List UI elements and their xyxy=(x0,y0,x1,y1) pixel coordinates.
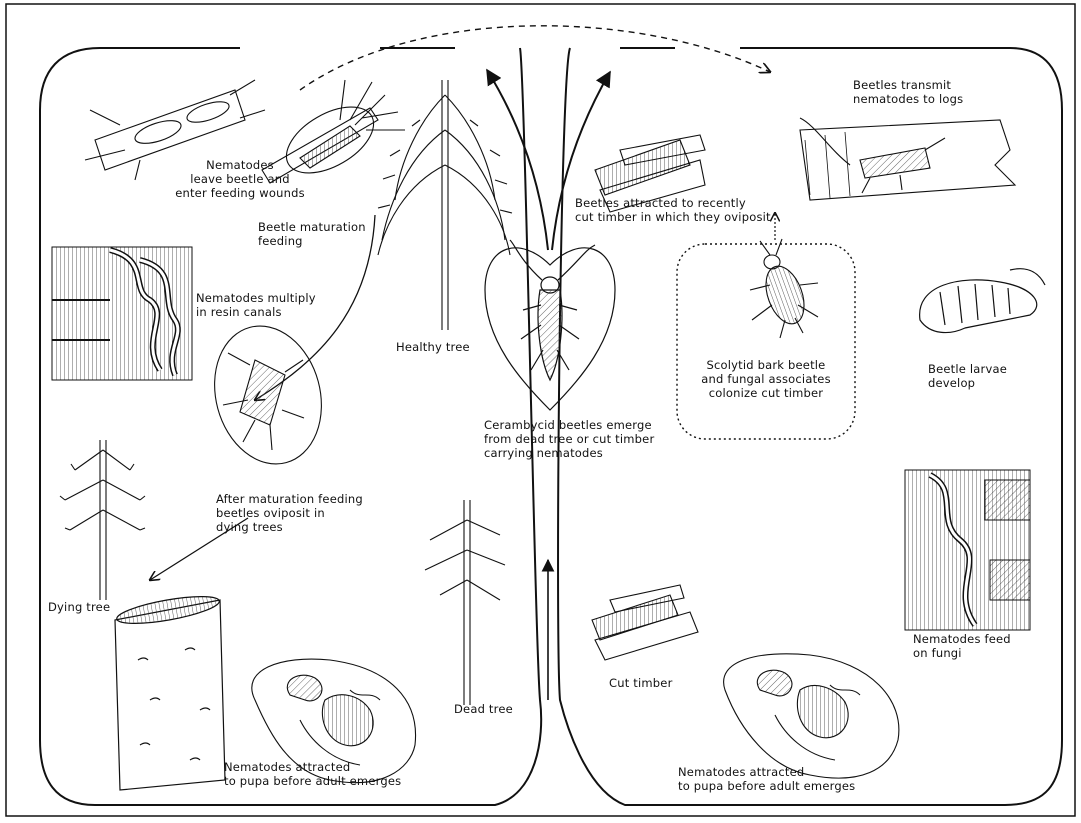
dead-tree-illustration xyxy=(425,500,505,705)
label-nematodes-multiply: Nematodes multiply in resin canals xyxy=(196,291,346,319)
label-beetles-transmit: Beetles transmit nematodes to logs xyxy=(853,78,1003,106)
cerambycid-beetle-illustration xyxy=(485,240,615,410)
scolytid-beetle-illustration xyxy=(750,239,818,338)
label-after-maturation: After maturation feeding beetles oviposi… xyxy=(216,492,406,534)
label-nematodes-feed: Nematodes feed on fungi xyxy=(913,632,1043,660)
label-nematodes-leave-beetle: Nematodes leave beetle and enter feeding… xyxy=(165,158,315,200)
label-healthy-tree: Healthy tree xyxy=(396,340,506,354)
label-beetles-attracted: Beetles attracted to recently cut timber… xyxy=(575,196,795,224)
label-cut-timber: Cut timber xyxy=(609,676,709,690)
label-scolytid: Scolytid bark beetle and fungal associat… xyxy=(680,358,852,400)
dying-tree-illustration xyxy=(60,440,145,600)
cut-timber-illustration xyxy=(592,585,698,660)
ovipositing-beetle-illustration xyxy=(200,314,337,476)
log-transmit-illustration xyxy=(800,118,1015,200)
larva-illustration xyxy=(920,269,1045,333)
label-beetle-larvae: Beetle larvae develop xyxy=(928,362,1038,390)
pupa-right-illustration xyxy=(724,654,899,778)
resin-canal-illustration xyxy=(52,247,192,380)
label-nematodes-pupa-left: Nematodes attracted to pupa before adult… xyxy=(224,760,454,788)
dying-tree-stump-illustration xyxy=(115,591,225,790)
label-dying-tree: Dying tree xyxy=(48,600,138,614)
label-beetle-maturation-feeding: Beetle maturation feeding xyxy=(258,220,388,248)
fungi-block-illustration xyxy=(905,470,1030,630)
label-nematodes-pupa-right: Nematodes attracted to pupa before adult… xyxy=(678,765,918,793)
label-dead-tree: Dead tree xyxy=(454,702,544,716)
arrow-to-healthy-tree xyxy=(487,70,548,250)
label-cerambycid: Cerambycid beetles emerge from dead tree… xyxy=(484,418,704,460)
dashed-migration-arrow xyxy=(300,26,770,90)
healthy-tree-illustration xyxy=(378,80,512,330)
scolytid-box xyxy=(677,244,855,439)
